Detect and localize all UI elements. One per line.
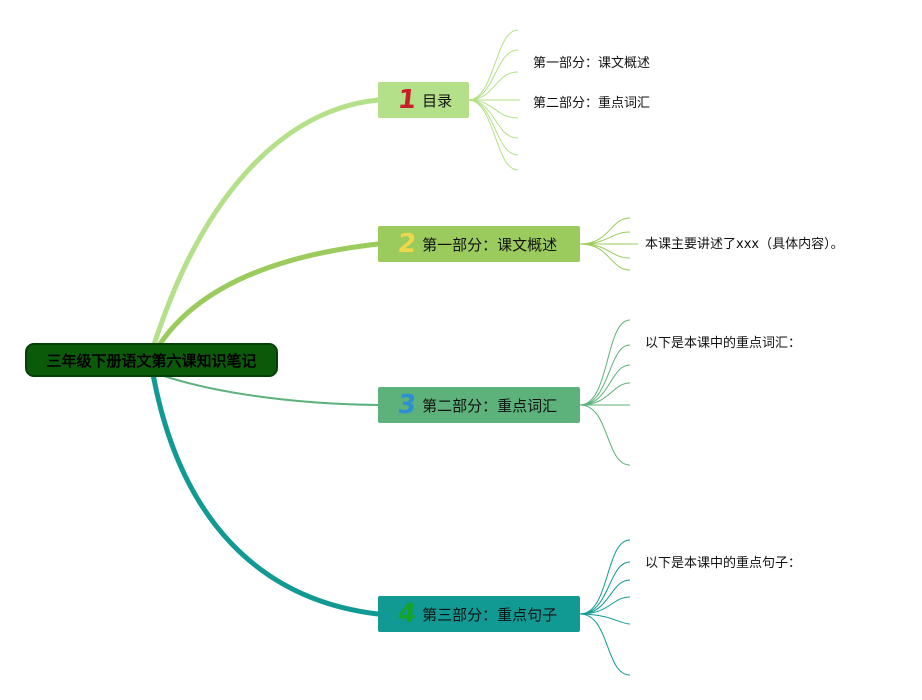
number-1-icon: 1 (396, 85, 418, 115)
branch-4-fan (579, 539, 631, 676)
branch-4-leaf-1[interactable]: 以下是本课中的重点句子： (645, 556, 802, 571)
connector-root-branch-1 (150, 97, 381, 351)
branch-1-fan (467, 29, 520, 171)
branch-1-node[interactable]: 1 目录 (378, 82, 469, 118)
branch-3-label: 第二部分：重点词汇 (422, 396, 558, 415)
connector-root-branch-4 (150, 371, 381, 617)
branch-2-fan (579, 217, 638, 271)
branch-3-node[interactable]: 3 第二部分：重点词汇 (378, 387, 580, 423)
branch-4-label: 第三部分：重点句子 (422, 605, 558, 624)
root-title: 三年级下册语文第六课知识笔记 (46, 351, 257, 370)
branch-2-node[interactable]: 2 第一部分：课文概述 (378, 226, 580, 262)
number-3-icon: 3 (396, 390, 418, 420)
branch-1-leaf-1[interactable]: 第一部分：课文概述 (533, 56, 651, 71)
branch-3-leaf-1[interactable]: 以下是本课中的重点词汇： (645, 336, 802, 351)
branch-2-leaf-1[interactable]: 本课主要讲述了xxx（具体内容）。 (645, 237, 844, 252)
number-4-icon: 4 (396, 599, 418, 629)
root-node[interactable]: 三年级下册语文第六课知识笔记 (25, 343, 278, 377)
branch-2-label: 第一部分：课文概述 (422, 235, 558, 254)
branch-4-node[interactable]: 4 第三部分：重点句子 (378, 596, 580, 632)
connector-root-branch-3 (157, 373, 379, 406)
connector-root-branch-2 (157, 241, 381, 347)
branch-1-label: 目录 (422, 91, 453, 110)
branch-1-leaf-2[interactable]: 第二部分：重点词汇 (533, 96, 651, 111)
branch-3-fan (579, 319, 631, 466)
number-2-icon: 2 (396, 229, 418, 259)
